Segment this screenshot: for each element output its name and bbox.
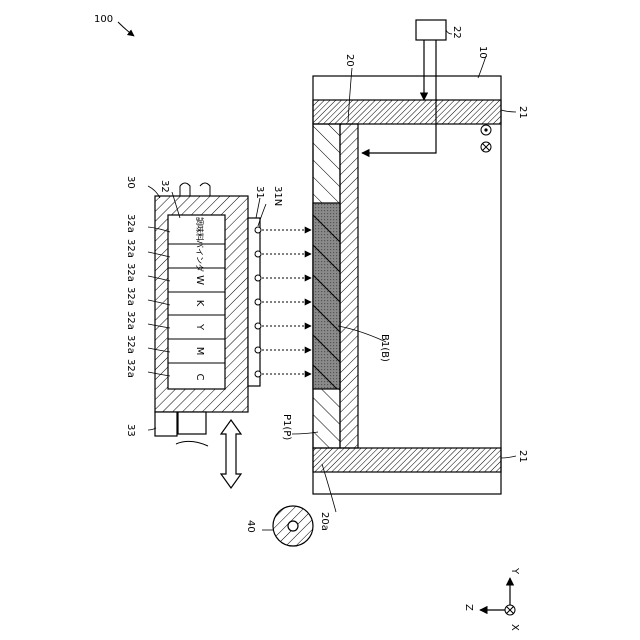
- label-31n: 31N: [272, 186, 283, 206]
- cartridge-c: C: [194, 374, 205, 381]
- label-32a-6: 32a: [125, 335, 136, 354]
- label-21-top: 21: [517, 106, 528, 119]
- axis-indicator: [480, 578, 515, 615]
- printed-layer-b1: [313, 203, 340, 389]
- axis-x-label: X: [509, 624, 520, 631]
- axis-z-label: Z: [463, 604, 474, 611]
- label-20a: 20a: [319, 512, 330, 531]
- label-32a-7: 32a: [125, 359, 136, 378]
- label-32a-4: 32a: [125, 287, 136, 306]
- cartridge-k: K: [194, 300, 205, 307]
- cartridge-y: Y: [194, 323, 205, 331]
- label-33: 33: [125, 424, 136, 437]
- move-arrow: [221, 420, 241, 488]
- label-b1: B1(B): [379, 334, 390, 362]
- label-32: 32: [159, 180, 170, 193]
- source-box: [416, 20, 446, 40]
- cartridge-seasoning: 調味料: [195, 217, 205, 241]
- rail-top: [313, 100, 501, 124]
- label-30: 30: [125, 176, 136, 189]
- base-plate: [340, 124, 358, 448]
- label-p1: P1(P): [281, 414, 292, 440]
- cartridge-m: M: [194, 347, 205, 356]
- rail-33: [155, 412, 177, 436]
- label-22: 22: [451, 26, 462, 39]
- shaft-bottom: [178, 412, 206, 434]
- label-40: 40: [245, 520, 256, 533]
- shaft-top: [180, 183, 210, 196]
- label-21-bottom: 21: [517, 450, 528, 463]
- axis-y-label: Y: [509, 567, 520, 575]
- label-32a-2: 32a: [125, 239, 136, 258]
- label-10: 10: [477, 46, 488, 59]
- label-32a-3: 32a: [125, 263, 136, 282]
- figure-ref-arrow: [118, 22, 134, 36]
- ejection-arrows: [262, 230, 311, 374]
- figure-ref-label: 100: [94, 14, 113, 25]
- cartridge-w: W: [194, 275, 205, 285]
- cartridge-binder: バインダ: [195, 240, 205, 272]
- label-31: 31: [254, 186, 265, 199]
- label-20: 20: [344, 54, 355, 67]
- label-32a-5: 32a: [125, 311, 136, 330]
- rail-bottom: [313, 448, 501, 472]
- label-32a-1: 32a: [125, 214, 136, 233]
